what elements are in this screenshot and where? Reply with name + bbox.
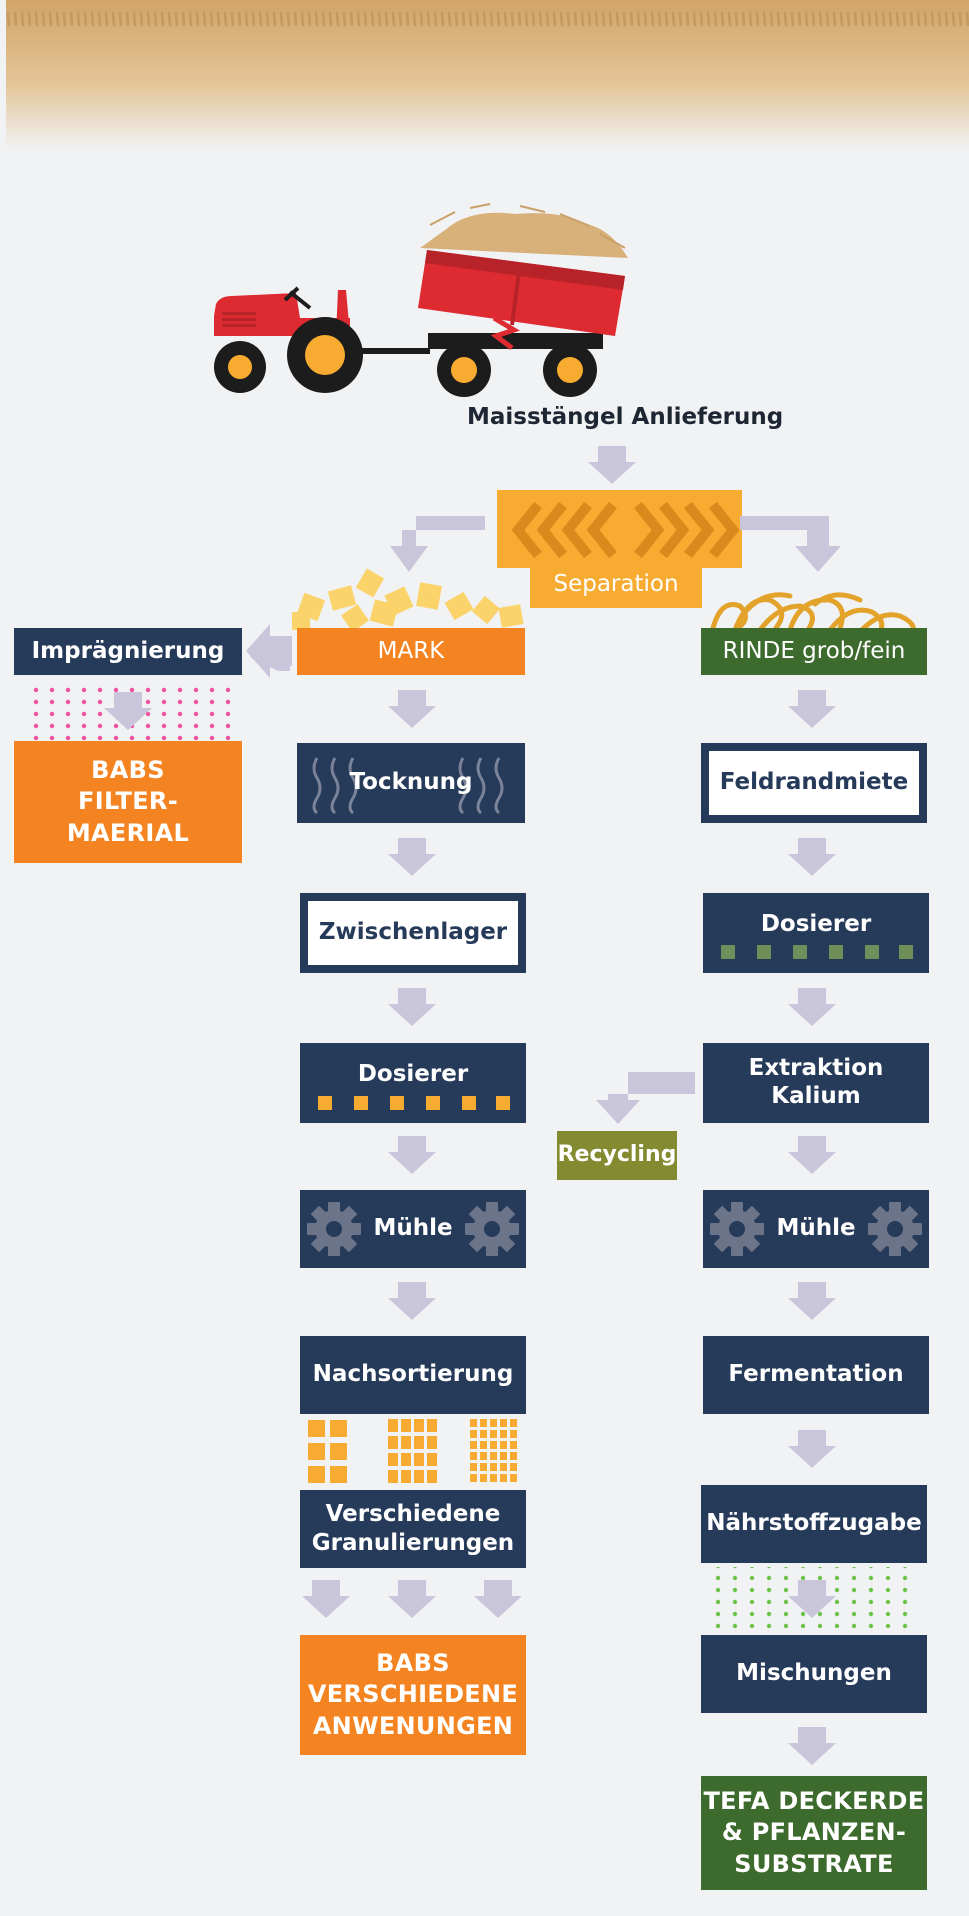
arrow-down-icon — [302, 1580, 350, 1618]
arrow-down-icon — [388, 1136, 436, 1174]
arrow-down-icon — [788, 1282, 836, 1320]
separation-label: Separation — [553, 571, 679, 598]
arrow-down-icon — [388, 988, 436, 1026]
arrow-down-icon — [388, 838, 436, 876]
mark-dosing-box: Dosierer — [300, 1043, 526, 1123]
recycling-box: Recycling — [557, 1131, 677, 1180]
bent-arrow-icon — [390, 516, 485, 572]
bent-arrow-icon — [596, 1072, 695, 1124]
filter-product-line: BABS — [91, 756, 165, 785]
mark-pile-graphic — [292, 568, 524, 632]
arrow-down-icon — [388, 1282, 436, 1320]
rinde-mill-box: Mühle — [703, 1190, 929, 1268]
granulation-line: Granulierungen — [311, 1530, 515, 1556]
mark-box: MARK — [297, 628, 525, 675]
arrow-left-icon — [246, 624, 292, 678]
final-product-line: & PFLANZEN- — [721, 1818, 907, 1847]
final-product-line: ANWENUNGEN — [312, 1711, 514, 1740]
drying-box: Tocknung — [297, 743, 525, 823]
field-header — [6, 0, 969, 150]
arrow-down-icon — [388, 690, 436, 728]
mixtures-box: Mischungen — [701, 1635, 927, 1713]
arrow-down-icon — [788, 1430, 836, 1468]
delivery-caption: Maisstängel Anlieferung — [467, 404, 784, 430]
gear-icon — [307, 1202, 361, 1256]
rinde-pile-graphic — [709, 592, 916, 637]
arrow-down-icon — [788, 988, 836, 1026]
rinde-final-product-box: TEFA DECKERDE& PFLANZEN-SUBSTRATE — [701, 1776, 927, 1890]
final-product-line: SUBSTRATE — [734, 1849, 894, 1878]
field-pile-box: Feldrandmiete — [701, 743, 927, 823]
granulation-graphic — [308, 1419, 517, 1483]
arrow-down-icon — [474, 1580, 522, 1618]
mark-mill-box: Mühle — [300, 1190, 526, 1268]
arrow-down-icon — [788, 838, 836, 876]
dosing-dots-icon — [318, 1096, 510, 1110]
interim-storage-box: Zwischenlager — [300, 893, 526, 973]
gear-icon — [710, 1202, 764, 1256]
dosing-dots-icon — [721, 945, 913, 959]
gear-icon — [868, 1202, 922, 1256]
impregnation-box: Imprägnierung — [14, 628, 242, 675]
arrow-down-icon — [388, 1580, 436, 1618]
arrow-down-icon — [788, 1136, 836, 1174]
flow-arrows — [104, 446, 841, 1765]
final-product-line: BABS — [376, 1649, 450, 1678]
arrow-down-icon — [788, 690, 836, 728]
drying-waves-icon — [312, 757, 504, 815]
nutrient-addition-box: Nährstoffzugabe — [701, 1485, 927, 1563]
granulation-line: Verschiedene — [325, 1501, 501, 1528]
filter-product-line: FILTER- — [78, 787, 178, 816]
final-product-line: TEFA DECKERDE — [703, 1787, 925, 1816]
bent-arrow-icon — [740, 516, 841, 572]
arrow-down-icon — [788, 1727, 836, 1765]
final-product-line: VERSCHIEDENE — [307, 1680, 519, 1709]
potassium-extraction-box: Extraktion Kalium — [703, 1043, 929, 1123]
rinde-box: RINDE grob/fein — [701, 628, 927, 675]
filter-product-line: MAERIAL — [66, 818, 190, 847]
arrow-down-icon — [588, 446, 636, 484]
gear-icon — [465, 1202, 519, 1256]
resorting-box: Nachsortierung — [300, 1336, 526, 1414]
tractor-icon — [214, 286, 430, 393]
fermentation-box: Fermentation — [703, 1336, 929, 1414]
separation-graphic — [497, 490, 742, 608]
rinde-dosing-box: Dosierer — [703, 893, 929, 973]
trailer-icon — [418, 203, 628, 397]
